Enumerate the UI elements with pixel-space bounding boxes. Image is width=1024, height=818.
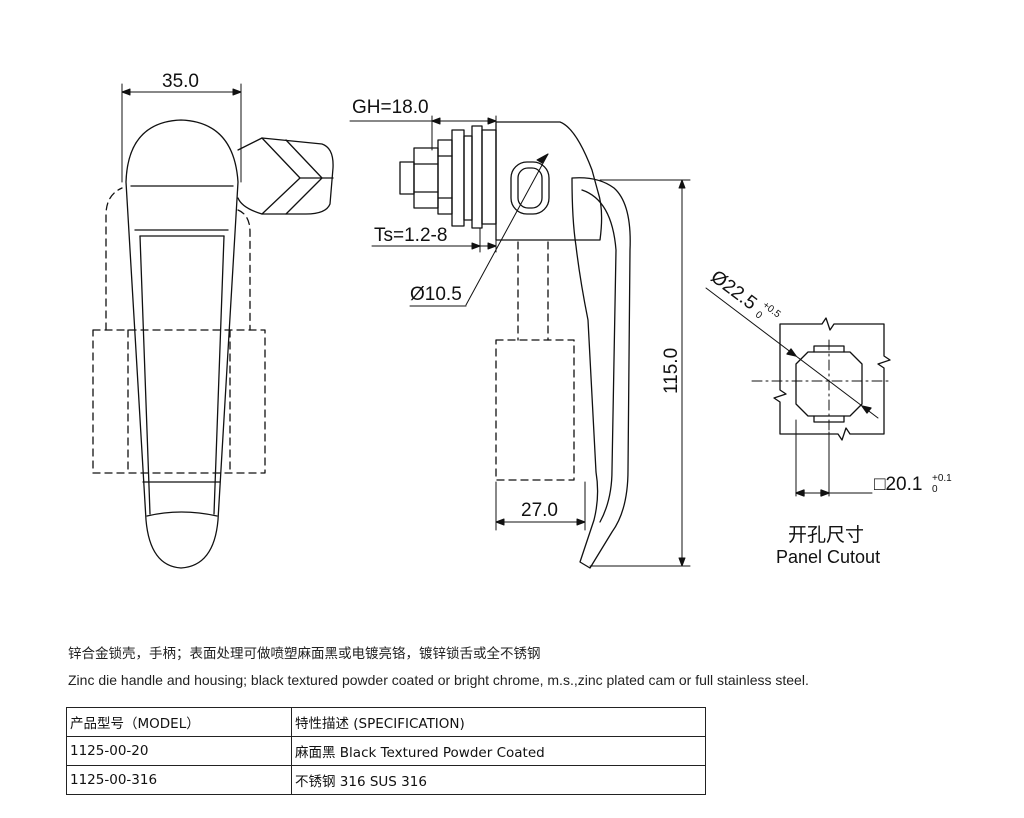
table-header-row: 产品型号（MODEL） 特性描述 (SPECIFICATION)	[66, 707, 706, 737]
dim-cutout-dia-text: Ø22.5	[707, 266, 761, 314]
note-chinese: 锌合金锁壳，手柄；表面处理可做喷塑麻面黑或电镀亮铬，镀锌锁舌或全不锈钢	[68, 646, 541, 662]
table-cell-spec: 不锈钢 316 SUS 316	[291, 765, 706, 795]
cam-stub	[237, 137, 334, 215]
cutout-title-cn: 开孔尺寸	[788, 524, 864, 546]
note-english: Zinc die handle and housing; black textu…	[68, 672, 809, 688]
housing-outline	[495, 121, 603, 241]
dim-height-text: 115.0	[661, 348, 682, 394]
front-view	[92, 119, 334, 569]
table-header-model: 产品型号（MODEL）	[66, 707, 292, 737]
dim-cutout-dia-tol-upper: +0.5	[760, 300, 783, 321]
table-cell-model: 1125-00-20	[66, 736, 292, 766]
panel-cutout	[705, 287, 891, 497]
dim-cutout-dia-tol-lower: 0	[753, 309, 764, 321]
side-view	[399, 121, 631, 569]
technical-drawing: 35.0 GH=18.0 Ts=1.2-8 Ø10.5 115.0 27.0 Ø…	[92, 71, 952, 569]
dim-width-text: 35.0	[162, 71, 199, 92]
table-cell-model: 1125-00-316	[66, 765, 292, 795]
table-cell-spec: 麻面黑 Black Textured Powder Coated	[291, 736, 706, 766]
dim-ts-text: Ts=1.2-8	[374, 225, 447, 246]
dim-cutout-square-tol-lower: 0	[932, 484, 938, 495]
dim-cutout-square-tol-upper: +0.1	[932, 473, 952, 484]
side-cam-hidden	[495, 241, 575, 481]
cam-hidden-outline	[92, 187, 266, 474]
handle-outline	[125, 119, 239, 569]
lever-outline	[571, 177, 631, 569]
table-row: 1125-00-316 不锈钢 316 SUS 316	[66, 765, 706, 795]
side-dim-lines	[349, 115, 691, 567]
dim-cutout-square-text: □20.1	[874, 474, 922, 495]
table-header-spec: 特性描述 (SPECIFICATION)	[291, 707, 706, 737]
table-row: 1125-00-20 麻面黑 Black Textured Powder Coa…	[66, 736, 706, 766]
cutout-hole	[795, 351, 863, 417]
model-spec-table: 产品型号（MODEL） 特性描述 (SPECIFICATION) 1125-00…	[66, 707, 706, 795]
cutout-title-en: Panel Cutout	[776, 547, 880, 567]
dim-shaft-dia-text: Ø10.5	[410, 284, 462, 305]
dim-width-lines	[121, 83, 242, 183]
dim-gh-text: GH=18.0	[352, 97, 429, 118]
dim-depth-text: 27.0	[521, 500, 558, 521]
